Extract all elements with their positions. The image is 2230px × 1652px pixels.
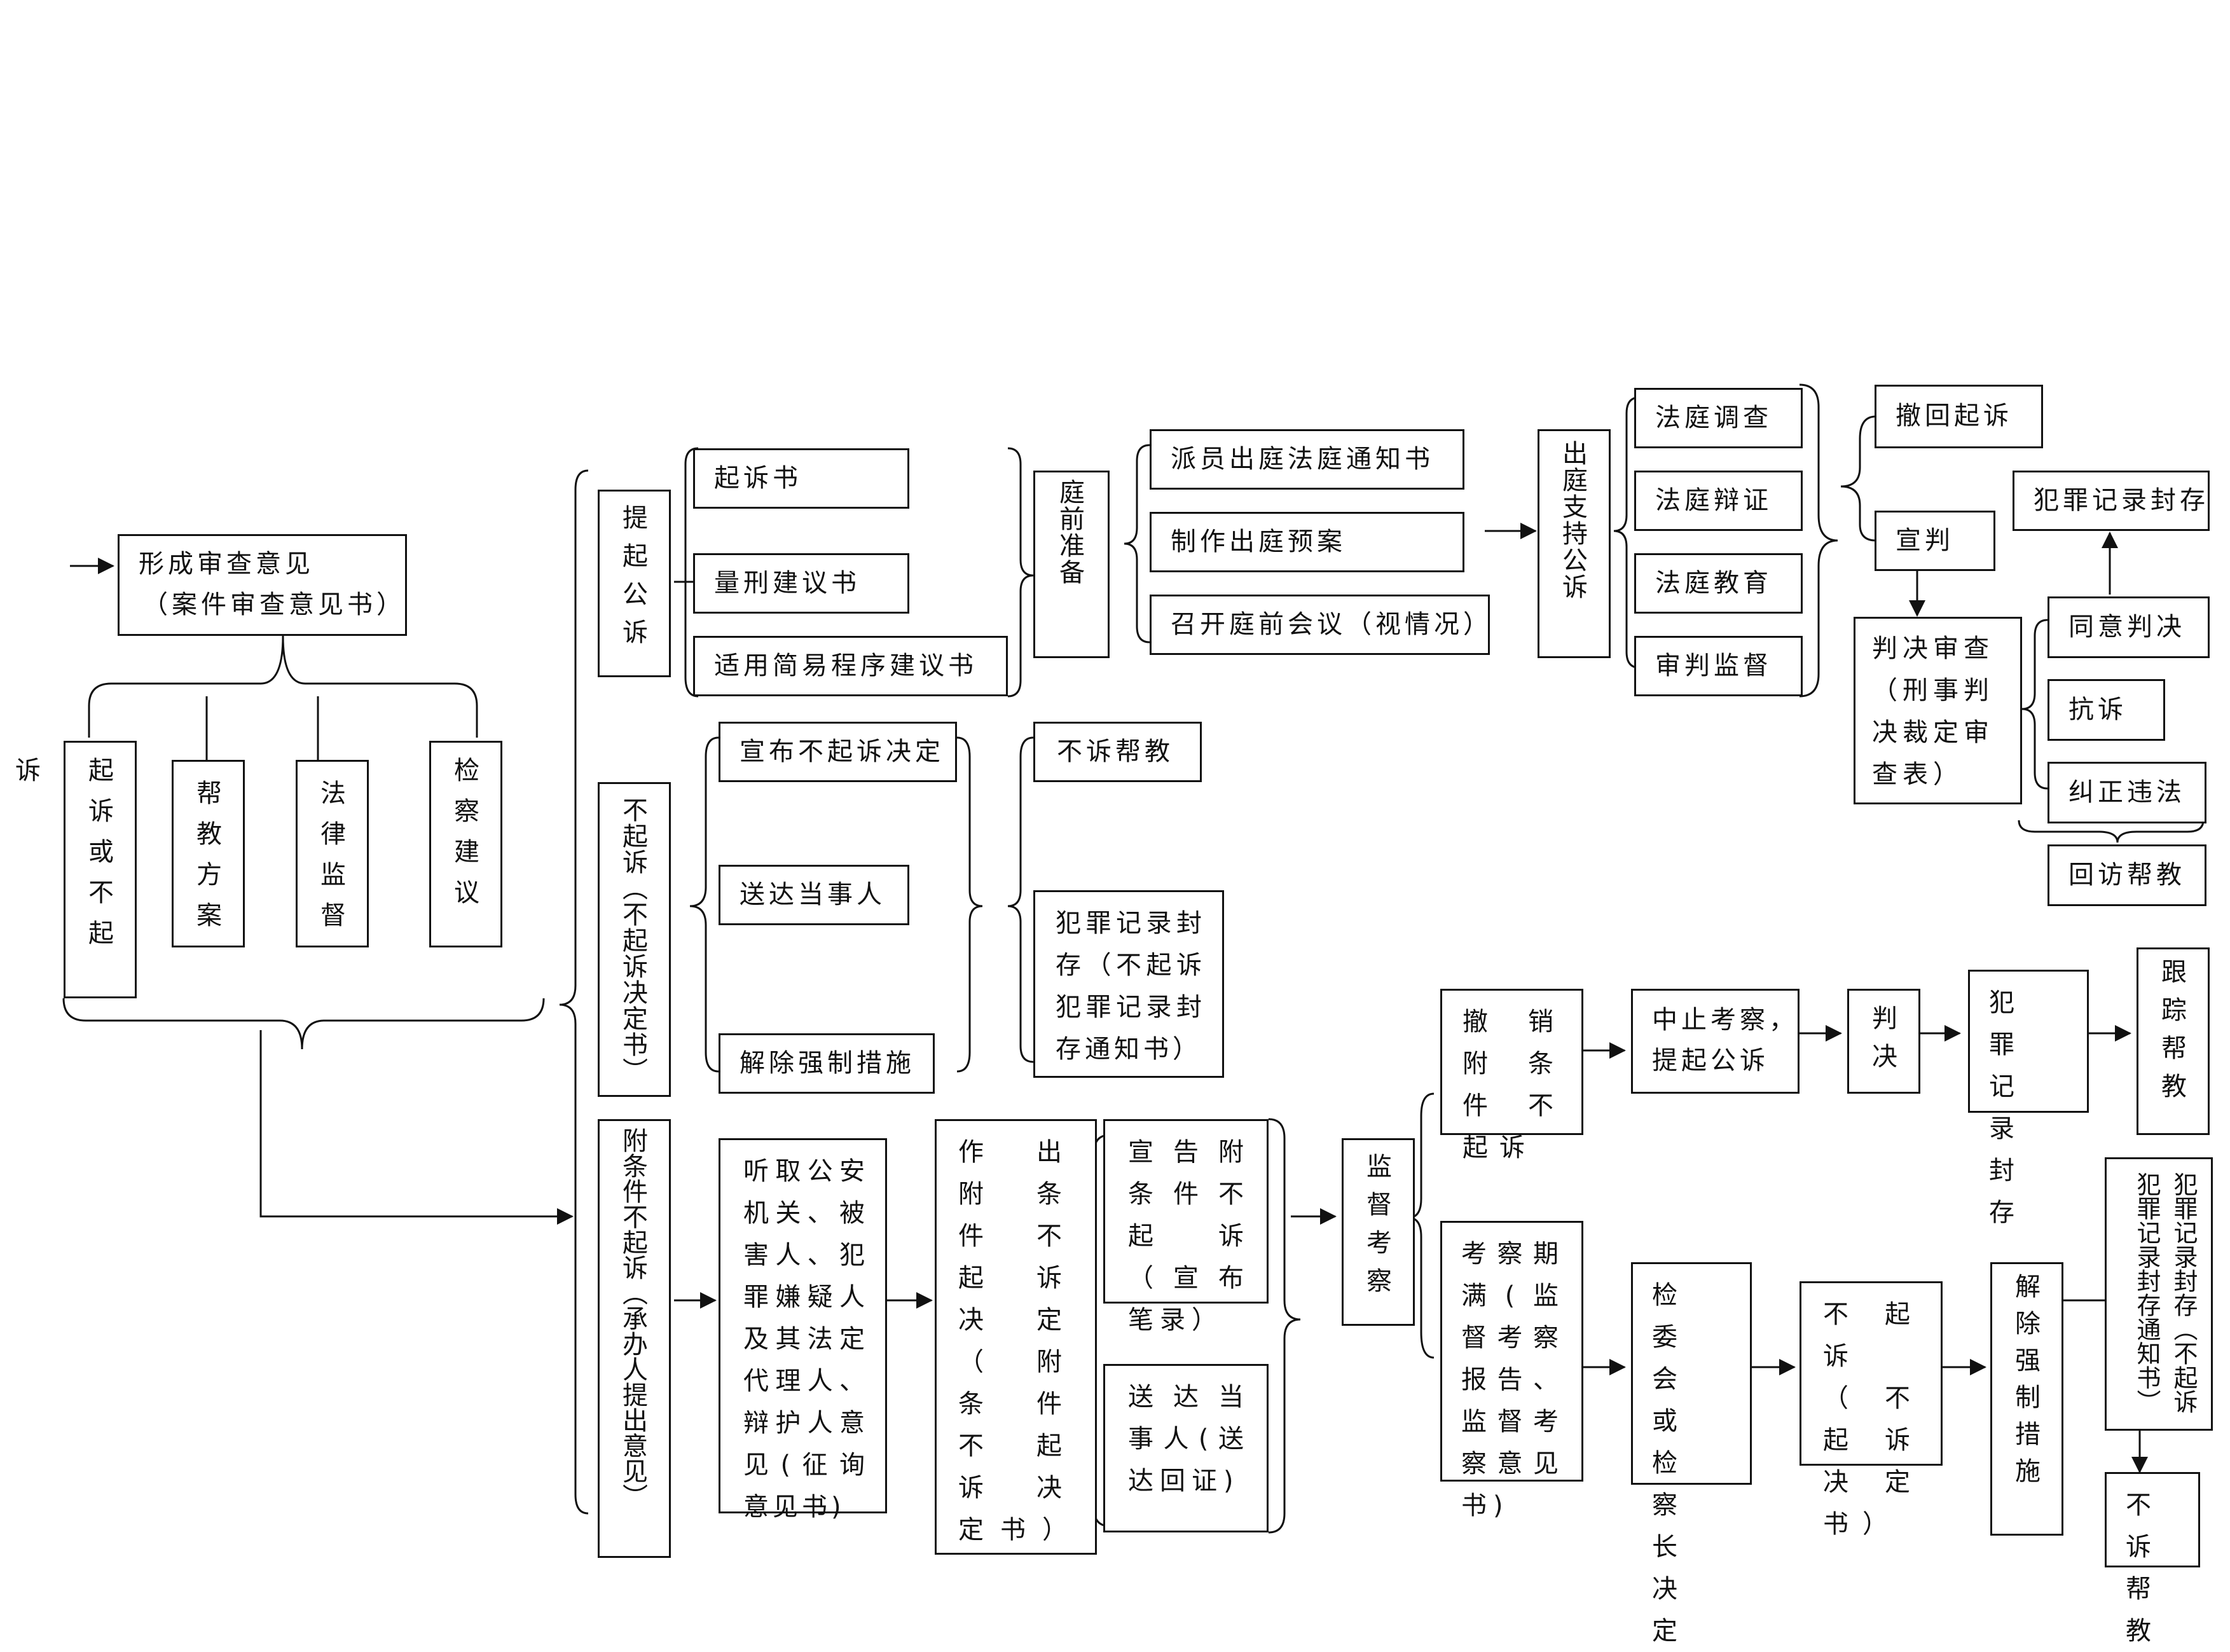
inspection-expire-box: 考察期满(监督考察报告、监督考察意见书)	[1440, 1221, 1583, 1520]
record-seal-top-box: 犯罪记录封存	[2013, 471, 2210, 531]
correct-violation-box: 纠正违法	[2048, 762, 2206, 823]
court-investigation-box: 法庭调查	[1634, 388, 1803, 448]
review-opinion-title: 形成审查意见	[139, 549, 314, 579]
np-record-seal-box: 犯罪记录封存（不起诉犯罪记录封存通知书）	[1033, 890, 1224, 1078]
prosecute-or-not-box: 起诉或不起诉	[11, 741, 137, 998]
court-plan-box: 制作出庭预案	[1150, 512, 1464, 572]
support-prosecution-box: 出庭支持公诉	[1538, 429, 1611, 658]
revoke-cnp-box: 撤销附条件不起诉	[1440, 989, 1583, 1162]
record-seal-mid-box: 犯罪记录封存	[1968, 970, 2089, 1227]
record-seal-notice-box: 犯罪记录封存（不起诉犯罪记录封存通知书）	[2105, 1157, 2213, 1431]
lift-measures-box: 解除强制措施	[719, 1033, 935, 1094]
indictment-box: 起诉书	[693, 448, 909, 509]
procuratorial-advice-box: 检察建议	[429, 741, 502, 947]
announce-np-box: 宣布不起诉决定	[719, 722, 957, 782]
pretrial-meeting-box: 召开庭前会议（视情况）	[1150, 595, 1490, 655]
agree-judgment-box: 同意判决	[2048, 596, 2210, 658]
np-help-box: 不诉帮教	[1033, 722, 1202, 782]
supervision-inspection-box: 监督考察	[1342, 1138, 1415, 1326]
review-opinion-box: 形成审查意见 （案件审查意见书）	[118, 534, 407, 636]
sentencing-advice-box: 量刑建议书	[693, 553, 909, 614]
follow-help-box: 跟踪帮教	[2137, 947, 2210, 1135]
make-decision-box: 作出附条件不起诉决定（附条件不起诉决定书）	[935, 1119, 1097, 1555]
court-debate-box: 法庭辩证	[1634, 471, 1803, 531]
public-prosecution-box: 提起公诉	[598, 490, 671, 677]
np-decision-cnp-box: 不起诉（不起诉决定书）	[1800, 1281, 1943, 1539]
withdraw-prosecution-box: 撤回起诉	[1875, 385, 2043, 448]
committee-decide-box: 检委会或检察长决定	[1631, 1262, 1752, 1646]
protest-box: 抗诉	[2048, 679, 2165, 741]
trial-supervision-box: 审判监督	[1634, 636, 1803, 696]
suspend-inspection-box: 中止考察， 提起公诉	[1631, 989, 1800, 1094]
suspend-inspection-line1: 中止考察，	[1652, 1005, 1798, 1035]
sentence-box: 宣判	[1875, 511, 1995, 571]
help-plan-box: 帮教方案	[172, 760, 245, 947]
suspend-inspection-line2: 提起公诉	[1652, 1046, 1769, 1075]
lift-measures-2-box: 解除强制措施	[1990, 1262, 2063, 1536]
court-education-box: 法庭教育	[1634, 553, 1803, 614]
pretrial-prep-box: 庭前准备	[1033, 471, 1110, 658]
conditional-np-box: 附条件不起诉（承办人提出意见）	[598, 1119, 671, 1558]
serve-party-cnp-box: 送达当事人(送达回证)	[1103, 1364, 1269, 1532]
review-opinion-doc: （案件审查意见书）	[142, 590, 406, 619]
judgment-review-box: 判决审查（刑事判决裁定审查表）	[1854, 617, 2022, 804]
hear-opinions-box: 听取公安机关、被害人、犯罪嫌疑人及其法定代理人、辩护人意见(征询意见书)	[719, 1138, 887, 1522]
simplified-procedure-box: 适用简易程序建议书	[693, 636, 1008, 696]
revisit-help-box: 回访帮教	[2048, 844, 2206, 906]
legal-supervision-box: 法律监督	[296, 760, 369, 947]
court-notice-box: 派员出庭法庭通知书	[1150, 429, 1464, 490]
judgment-box: 判决	[1847, 989, 1920, 1094]
serve-party-box: 送达当事人	[719, 865, 909, 925]
announce-cnp-box: 宣告附条件不起诉（宣布笔录）	[1103, 1119, 1269, 1335]
non-prosecution-box: 不起诉（不起诉决定书）	[598, 782, 671, 1097]
np-help-2-box: 不诉帮教	[2105, 1472, 2200, 1646]
